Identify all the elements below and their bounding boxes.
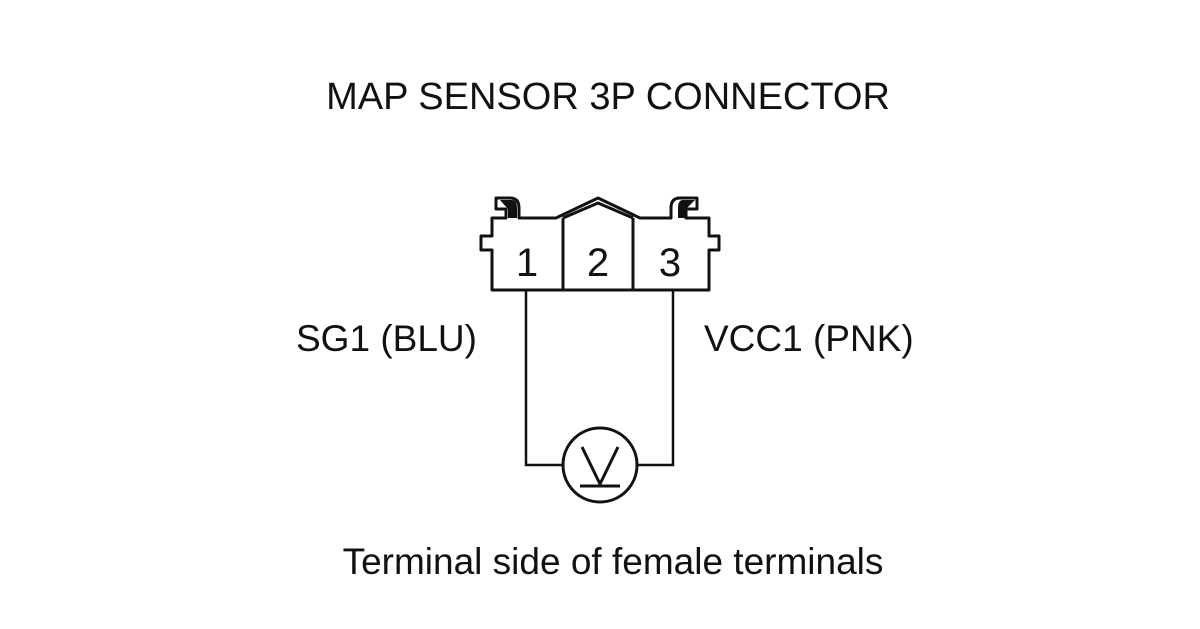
diagram-title: MAP SENSOR 3P CONNECTOR: [326, 76, 890, 118]
right-latch: [678, 200, 695, 218]
diagram-caption: Terminal side of female terminals: [342, 541, 884, 582]
sg1-wire-label: SG1 (BLU): [296, 318, 477, 359]
voltmeter-icon: [561, 426, 639, 504]
left-test-lead: [524, 290, 563, 467]
right-test-lead: [638, 290, 675, 467]
pin-label-1: 1: [516, 241, 538, 285]
pin-label-2: 2: [587, 241, 609, 285]
pin-label-3: 3: [659, 241, 681, 285]
vcc1-wire-label: VCC1 (PNK): [704, 318, 914, 359]
left-latch: [500, 200, 517, 218]
